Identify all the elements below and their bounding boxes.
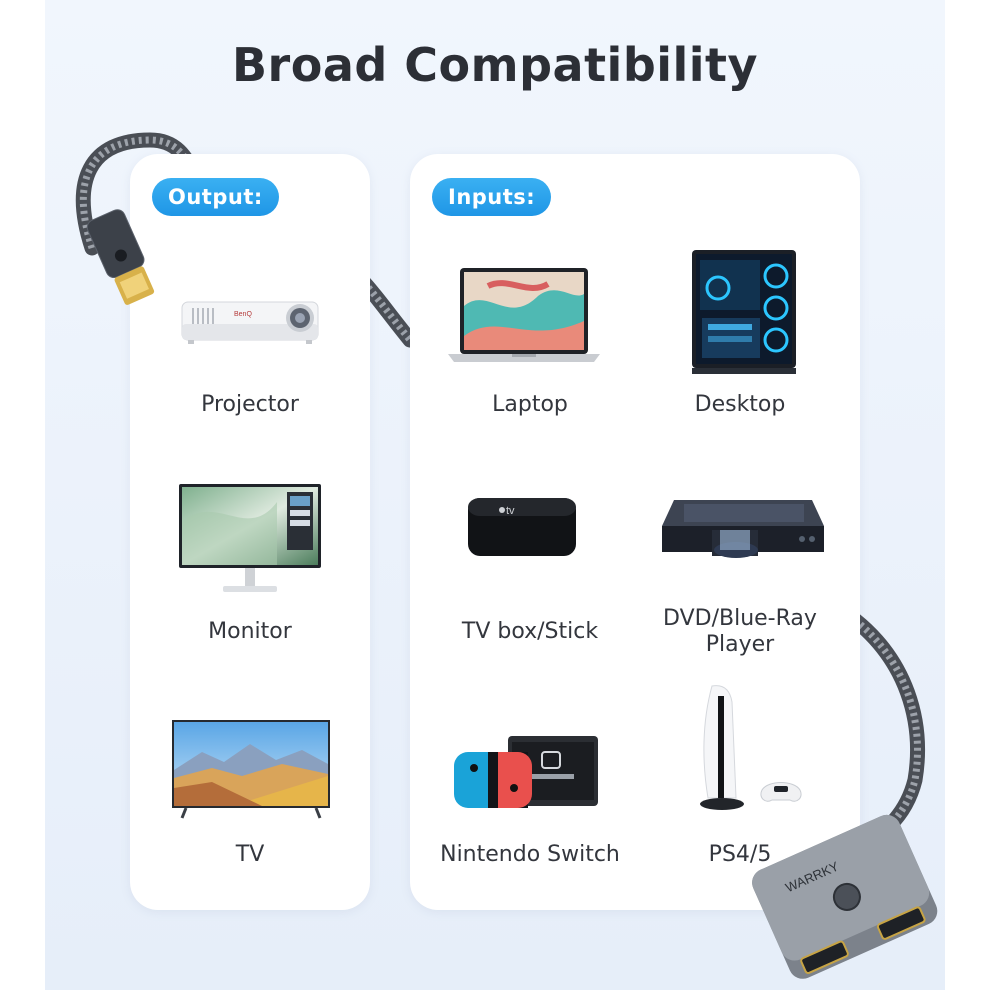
nintendo-switch-image bbox=[454, 736, 598, 808]
monitor-image bbox=[179, 484, 321, 592]
projector-brand-logo: BenQ bbox=[234, 311, 252, 318]
projector-image: BenQ bbox=[181, 301, 319, 344]
hdmi-plug bbox=[86, 209, 155, 305]
device-label-tv: TV bbox=[235, 842, 265, 867]
tv-image bbox=[172, 720, 330, 819]
device-label-laptop: Laptop bbox=[492, 392, 568, 417]
ps5-image bbox=[700, 685, 802, 810]
inputs-card: Inputs: Laptop Desktop bbox=[410, 154, 860, 910]
device-label-tv-box: TV box/Stick bbox=[461, 619, 599, 644]
device-label-projector: Projector bbox=[201, 392, 299, 417]
hdmi-switch-box: WARRKY bbox=[752, 814, 938, 979]
tv-box-image: tv bbox=[468, 498, 576, 556]
dvd-player-image bbox=[662, 500, 824, 558]
laptop-image bbox=[448, 268, 600, 362]
apple-tv-logo: tv bbox=[506, 505, 515, 517]
page-title: Broad Compatibility bbox=[231, 38, 759, 92]
device-label-ps5: PS4/5 bbox=[708, 842, 772, 867]
output-card: Output: BenQ Projector bbox=[130, 154, 370, 910]
desktop-image bbox=[692, 250, 796, 374]
device-label-desktop: Desktop bbox=[694, 392, 786, 417]
inputs-pill: Inputs: bbox=[432, 178, 552, 216]
device-label-nintendo-switch: Nintendo Switch bbox=[440, 842, 620, 867]
device-label-dvd-line1: DVD/Blue-Ray bbox=[663, 606, 817, 631]
device-label-dvd-line2: Player bbox=[705, 632, 775, 657]
output-pill: Output: bbox=[152, 178, 279, 216]
device-label-monitor: Monitor bbox=[208, 619, 292, 644]
